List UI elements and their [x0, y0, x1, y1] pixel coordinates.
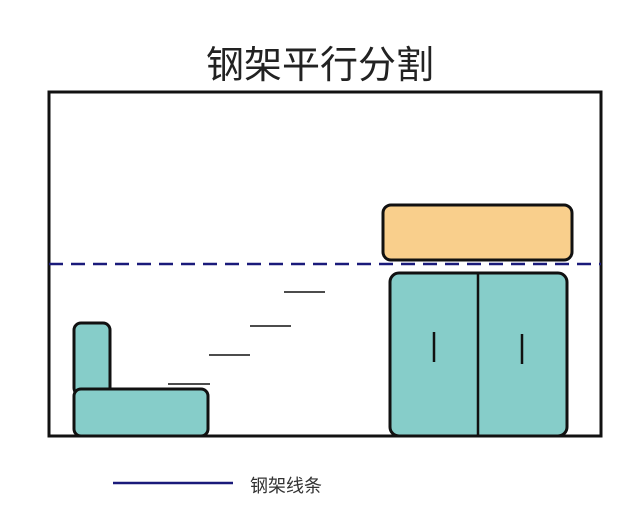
upper-cabinet — [381, 203, 574, 262]
sofa-seat — [72, 387, 210, 438]
legend-label: 钢架线条 — [250, 476, 322, 497]
diagram-title: 钢架平行分割 — [205, 43, 434, 87]
sofa-back — [72, 321, 112, 397]
